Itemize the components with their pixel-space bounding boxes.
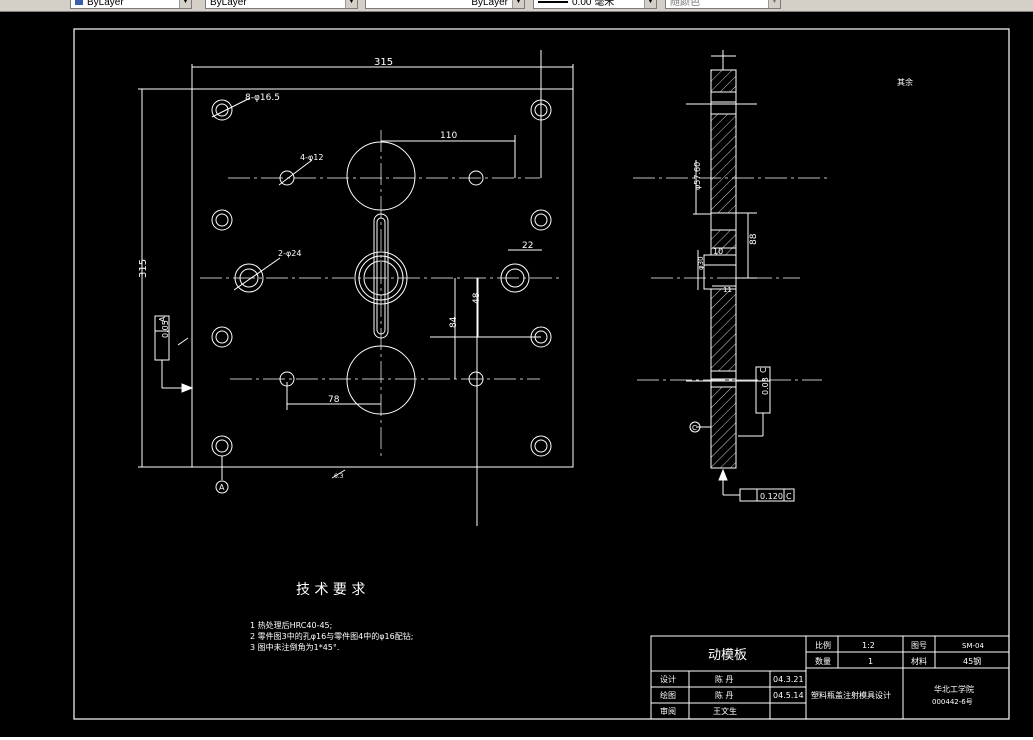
tolerance-left-datum: A	[158, 316, 167, 322]
school-name: 华北工学院	[934, 684, 974, 694]
layer-icon	[75, 0, 83, 5]
datum-c-label: C	[692, 424, 697, 432]
draw-date: 04.5.14	[773, 691, 804, 700]
tolerance-bottom-value: 0.120	[760, 492, 783, 501]
lineweight-swatch	[538, 1, 568, 4]
material-value: 45钢	[963, 656, 981, 666]
title-block-text: 动模板 比例 1:2 图号 SM-04 数量 1 材料 45钢 设计 陈 丹 0…	[660, 640, 984, 716]
tolerance-bottom-datum: C	[786, 492, 792, 501]
plotstyle-dropdown[interactable]: 随颜色 ▼	[665, 0, 781, 9]
status-bar	[0, 737, 1033, 740]
side-view-labels: φ57.60 88 10 φ30 11 0.03 C C 0.120 C 其余 …	[334, 77, 913, 501]
tech-item-3: 3 图中未注倒角为1*45°.	[250, 642, 339, 652]
hole-label-8x16: 8-φ16.5	[245, 93, 280, 103]
design-date: 04.3.21	[773, 675, 804, 684]
roughness-value: 6.3	[334, 473, 344, 480]
tech-title: 技 术 要 求	[296, 582, 365, 598]
class-number: 000442-6号	[932, 698, 973, 706]
lineweight-value: 0.00 毫米	[572, 0, 615, 8]
plotstyle-value: 随颜色	[670, 0, 700, 8]
drawing-no-value: SM-04	[962, 642, 984, 650]
draw-name: 陈 丹	[715, 690, 734, 700]
tech-item-2: 2 零件图3中的孔φ16与零件图4中的φ16配钻;	[250, 631, 413, 641]
properties-toolbar: ByLayer ▼ ByLayer ▼ ByLayer ▼ 0.00 毫米 ▼ …	[0, 0, 1033, 12]
part-name: 动模板	[708, 648, 747, 663]
dim-57: φ57.60	[693, 162, 702, 190]
dim-84: 84	[449, 316, 459, 328]
drawing-canvas[interactable]: 315 315 110 22 84 48 78 8-φ16.5 4-φ12 2-…	[0, 12, 1033, 737]
qty-label: 数量	[815, 656, 831, 666]
roughness-other-label: 其余	[897, 77, 913, 87]
tech-item-1: 1 热处理后HRC40-45;	[250, 620, 332, 630]
review-name: 王文生	[713, 706, 737, 716]
color-dropdown[interactable]: ByLayer ▼	[70, 0, 192, 9]
chevron-down-icon[interactable]: ▼	[768, 0, 780, 8]
title-block	[650, 635, 1010, 720]
chevron-down-icon[interactable]: ▼	[512, 0, 524, 8]
dim-315-top: 315	[374, 57, 393, 68]
dim-315-left: 315	[138, 259, 149, 278]
tolerance-right-datum: C	[759, 367, 768, 373]
side-view	[633, 50, 827, 502]
design-label: 设计	[660, 674, 676, 684]
front-view	[138, 50, 574, 526]
dim-48: 48	[472, 292, 482, 304]
dim-78: 78	[328, 395, 340, 405]
tolerance-left-value: 0.05	[161, 320, 170, 338]
linetype-value: ByLayer	[210, 0, 247, 8]
linetype-dropdown[interactable]: ByLayer ▼	[205, 0, 358, 9]
dim-10: 10	[713, 247, 723, 256]
scale-label: 比例	[815, 640, 831, 650]
qty-value: 1	[868, 657, 873, 666]
color-value: ByLayer	[87, 0, 124, 8]
tech-requirements: 技 术 要 求 1 热处理后HRC40-45; 2 零件图3中的孔φ16与零件图…	[250, 582, 413, 652]
datum-a-label: A	[219, 483, 225, 492]
scale-value: 1:2	[862, 641, 875, 650]
chevron-down-icon[interactable]: ▼	[644, 0, 656, 8]
sprue-hole-bottom	[346, 345, 416, 415]
lineweight-type-dropdown[interactable]: ByLayer ▼	[365, 0, 525, 9]
lineweight-dropdown[interactable]: 0.00 毫米 ▼	[533, 0, 657, 9]
dim-30: φ30	[697, 256, 705, 270]
hole-label-4x12: 4-φ12	[300, 153, 323, 162]
design-name: 陈 丹	[715, 674, 734, 684]
dim-22: 22	[522, 241, 533, 251]
dim-88: 88	[749, 233, 759, 245]
dim-110: 110	[440, 131, 457, 141]
tolerance-right-value: 0.03	[761, 377, 770, 395]
review-label: 审阅	[660, 706, 676, 716]
project-name: 塑料瓶盖注射模具设计	[811, 690, 891, 700]
chevron-down-icon[interactable]: ▼	[179, 0, 191, 8]
hole-label-2x24: 2-φ24	[278, 249, 301, 258]
chevron-down-icon[interactable]: ▼	[345, 0, 357, 8]
front-view-labels: 315 315 110 22 84 48 78 8-φ16.5 4-φ12 2-…	[138, 57, 533, 492]
drawing-border	[73, 28, 1010, 720]
draw-label: 绘图	[660, 690, 676, 700]
material-label: 材料	[911, 656, 927, 666]
sprue-hole-top	[346, 141, 416, 211]
plate-outline	[191, 88, 574, 468]
lineweight-type-value: ByLayer	[471, 0, 508, 8]
dim-11: 11	[723, 286, 732, 294]
drawing-no-label: 图号	[911, 641, 927, 650]
